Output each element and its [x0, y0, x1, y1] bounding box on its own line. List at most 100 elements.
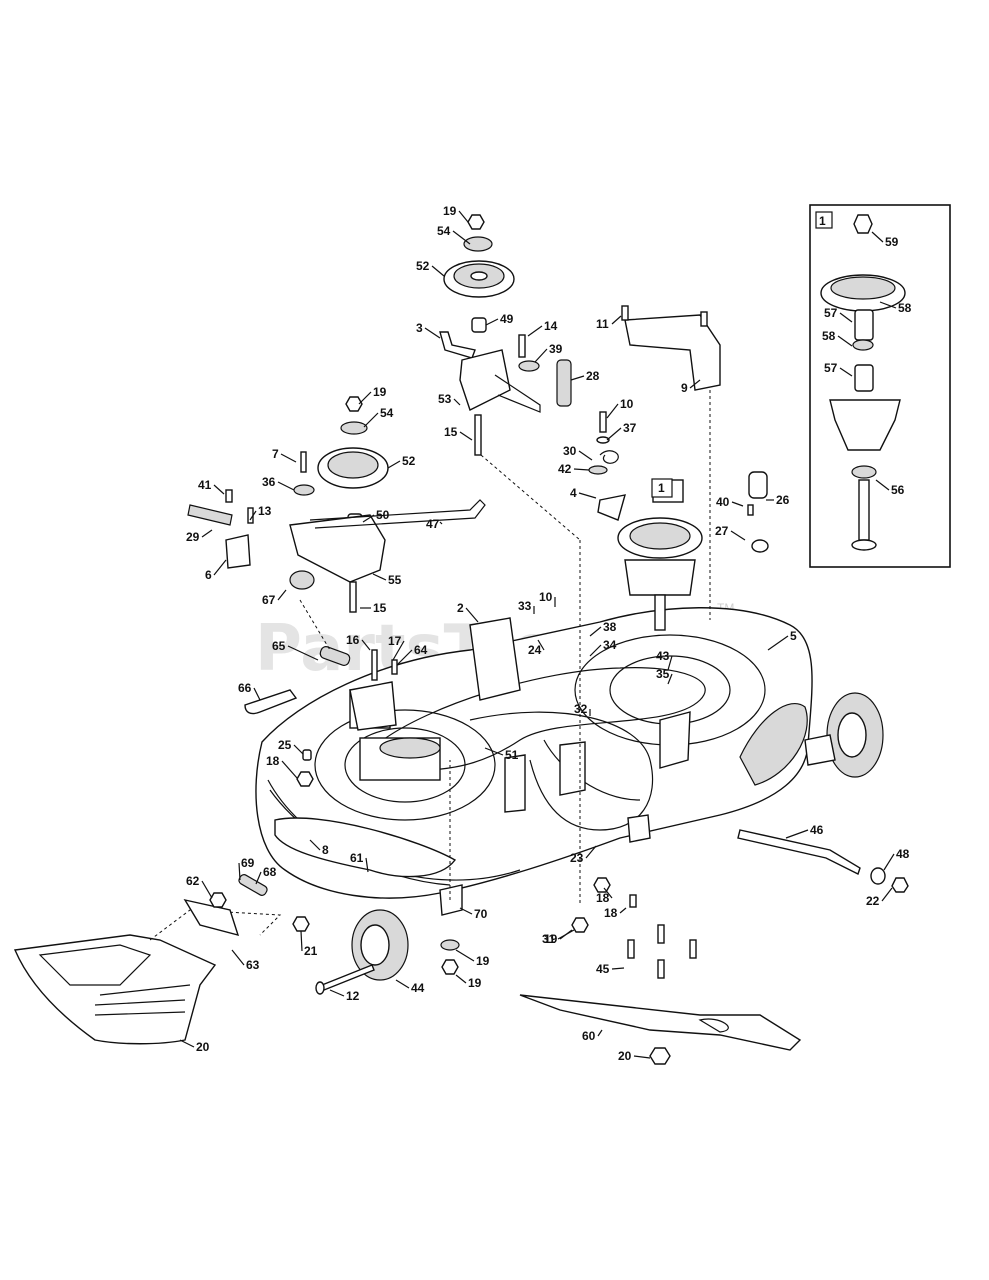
leader-line	[293, 744, 304, 755]
leader-line	[611, 967, 625, 970]
part-label-21: 21	[304, 944, 318, 958]
part-label-66: 66	[238, 681, 252, 695]
part-label-58: 58	[898, 301, 912, 315]
part-label-57: 57	[824, 361, 838, 375]
leader-line	[611, 315, 622, 325]
leader-line	[231, 949, 245, 966]
part-label-18: 18	[604, 906, 618, 920]
leader-line	[767, 635, 789, 651]
part-label-60: 60	[582, 1029, 596, 1043]
part-label-18: 18	[266, 754, 280, 768]
leader-line	[458, 210, 469, 223]
leader-line	[667, 655, 673, 671]
main-spindle-callout: 1	[651, 478, 673, 498]
leader-line	[485, 318, 499, 326]
leader-line	[879, 301, 897, 309]
leader-line	[527, 325, 543, 337]
leader-line	[589, 626, 602, 637]
part-label-28: 28	[586, 369, 600, 383]
leader-line	[329, 989, 345, 997]
part-label-29: 29	[186, 530, 200, 544]
part-label-20: 20	[196, 1040, 210, 1054]
part-label-46: 46	[810, 823, 824, 837]
leader-line	[534, 348, 548, 363]
leader-line	[731, 501, 744, 507]
leader-line	[309, 839, 321, 851]
part-label-41: 41	[198, 478, 212, 492]
leader-line	[883, 853, 895, 871]
part-label-10: 10	[539, 590, 553, 604]
leader-line	[459, 431, 473, 441]
leader-line	[439, 521, 443, 525]
part-label-19: 19	[476, 954, 490, 968]
leader-line	[287, 645, 319, 661]
part-label-49: 49	[500, 312, 514, 326]
leader-line	[785, 829, 809, 839]
leader-line	[452, 230, 471, 245]
leader-line	[871, 231, 884, 243]
part-label-37: 37	[623, 421, 637, 435]
inset-callout-label: 1	[819, 214, 826, 228]
part-label-4: 4	[570, 486, 577, 500]
part-label-36: 36	[262, 475, 276, 489]
part-label-30: 30	[563, 444, 577, 458]
leader-line	[249, 510, 257, 521]
leader-line	[424, 327, 441, 339]
leader-line	[363, 412, 379, 428]
part-label-48: 48	[896, 847, 910, 861]
leader-line	[578, 492, 597, 499]
part-label-32: 32	[574, 702, 588, 716]
part-label-22: 22	[866, 894, 880, 908]
leader-line	[201, 529, 213, 538]
mower-blade	[519, 994, 802, 1065]
leader-line	[253, 687, 261, 701]
part-label-5: 5	[790, 629, 797, 643]
part-label-43: 43	[656, 649, 670, 663]
leader-line	[179, 1039, 195, 1048]
part-label-19: 19	[443, 204, 457, 218]
leader-line	[201, 880, 213, 899]
part-label-56: 56	[891, 483, 905, 497]
part-label-2: 2	[457, 601, 464, 615]
part-label-58: 58	[822, 329, 836, 343]
leader-line	[238, 862, 241, 881]
leader-line	[537, 639, 545, 651]
part-label-53: 53	[438, 392, 452, 406]
leader-line	[281, 760, 298, 779]
leader-line	[570, 375, 585, 381]
leader-line	[213, 484, 225, 495]
part-label-50: 50	[376, 508, 390, 522]
leader-line	[392, 640, 405, 661]
leader-line	[365, 857, 369, 873]
part-label-61: 61	[350, 851, 364, 865]
part-label-54: 54	[380, 406, 394, 420]
part-label-26: 26	[776, 493, 790, 507]
part-label-23: 23	[570, 851, 584, 865]
part-label-69: 69	[241, 856, 255, 870]
leader-line	[839, 367, 853, 377]
part-label-17: 17	[388, 634, 402, 648]
part-label-57: 57	[824, 306, 838, 320]
part-label-19: 19	[544, 932, 558, 946]
part-label-70: 70	[474, 907, 488, 921]
idler-pulley-left-assembly	[187, 396, 486, 613]
leader-line	[397, 649, 413, 665]
part-label-34: 34	[603, 638, 617, 652]
leader-line	[395, 979, 410, 989]
part-label-45: 45	[596, 962, 610, 976]
part-label-67: 67	[262, 593, 276, 607]
leader-line	[689, 379, 701, 389]
left-bracket-parts	[244, 599, 398, 787]
small-hardware-cluster	[588, 411, 626, 521]
leader-line	[667, 673, 673, 685]
part-label-51: 51	[505, 748, 519, 762]
part-label-27: 27	[715, 524, 729, 538]
leader-line	[633, 1055, 651, 1059]
part-label-64: 64	[414, 643, 428, 657]
part-label-55: 55	[388, 573, 402, 587]
leader-line	[300, 930, 303, 952]
leader-line	[573, 468, 590, 471]
part-label-12: 12	[346, 989, 360, 1003]
